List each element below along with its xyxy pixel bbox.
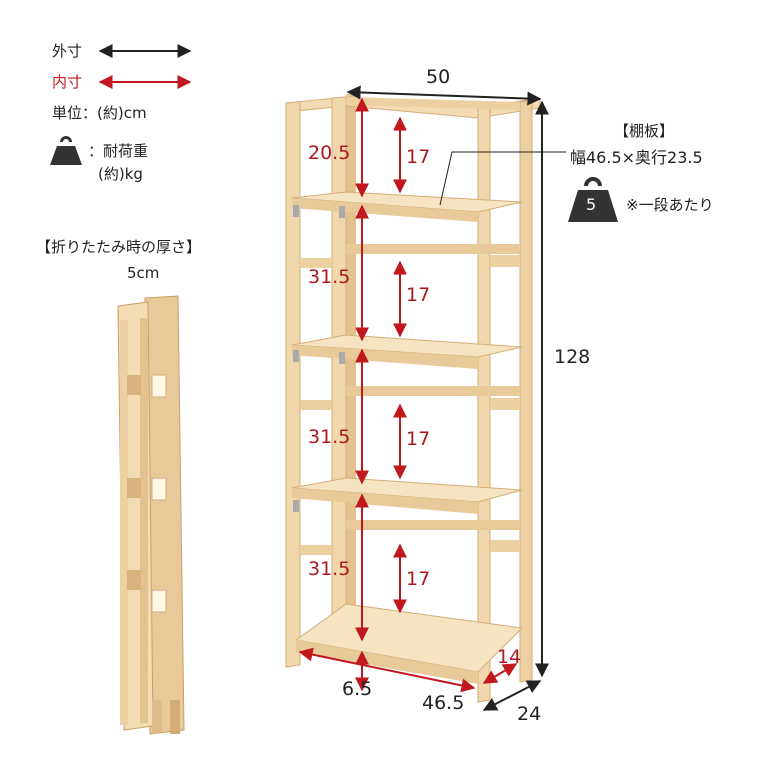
folded-thickness-title: 【折りたたみ時の厚さ】 [36, 238, 202, 256]
inner-gap-value-4: 17 [406, 568, 431, 590]
unit-label: 単位：(約)cm [52, 104, 147, 122]
bookshelf-illustration [285, 94, 541, 703]
shelf-load-value: 5 [586, 195, 597, 214]
inner-width-arrow [298, 647, 476, 693]
load-unit-label: (約)kg [98, 165, 143, 183]
bottom-gap-value: 6.5 [342, 678, 373, 700]
shelf-board-leader [439, 151, 566, 206]
folded-shelf-illustration [117, 295, 185, 735]
width-value: 50 [426, 66, 451, 88]
outer-gap-value-1: 31.5 [308, 266, 351, 288]
shelf-board-size: 幅46.5×奥行23.5 [570, 148, 703, 167]
depth-value: 24 [517, 703, 542, 725]
folded-thickness-value: 5cm [127, 264, 160, 282]
inner-depth-arrow [482, 663, 518, 684]
width-arrow [346, 85, 542, 106]
load-label: ：耐荷重 [88, 142, 149, 160]
outer-gap-value-3: 31.5 [308, 558, 351, 580]
depth-arrow [482, 680, 542, 711]
inner-gap-value-3: 17 [406, 428, 431, 450]
top-outer-gap-value: 20.5 [308, 142, 351, 164]
outer-dimension-label: 外寸 [52, 42, 83, 60]
outer-gap-value-2: 31.5 [308, 426, 351, 448]
inner-dimension-label: 内寸 [52, 73, 83, 91]
inner-gap-value-2: 17 [406, 284, 431, 306]
inner-width-value: 46.5 [422, 692, 465, 714]
inner-gap-value-1: 17 [406, 146, 431, 168]
shelf-load-note: ※一段あたり [626, 196, 714, 214]
weight-icon [50, 136, 82, 165]
height-value: 128 [554, 346, 591, 368]
shelf-load-weight-icon [568, 177, 618, 222]
shelf-board-title: 【棚板】 [614, 122, 675, 140]
inner-depth-value: 14 [497, 646, 522, 668]
